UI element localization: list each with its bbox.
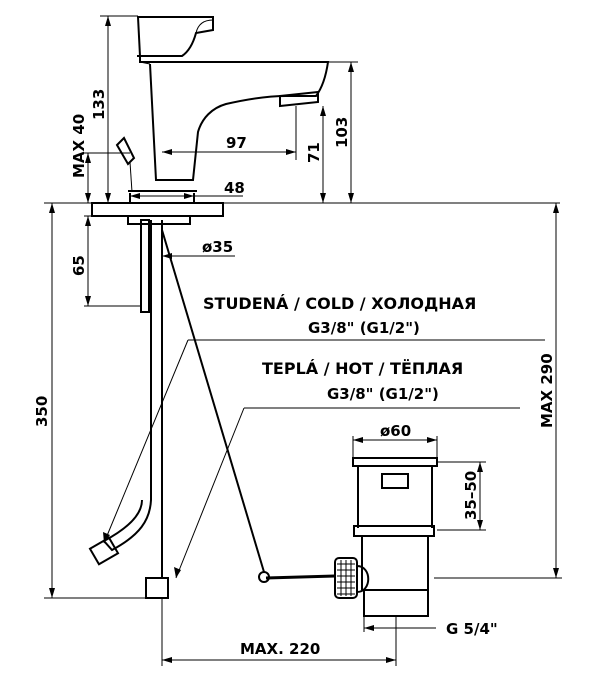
dim-max220: MAX. 220 xyxy=(240,640,320,658)
dim-60: ø60 xyxy=(380,422,411,440)
dim-65: 65 xyxy=(70,255,88,276)
dim-133: 133 xyxy=(90,89,108,120)
dim-max40: MAX 40 xyxy=(70,114,88,178)
cold-thread-label: G3/8" (G1/2") xyxy=(308,319,420,337)
dim-103: 103 xyxy=(333,117,351,148)
popup-waste-valve xyxy=(258,457,438,617)
dim-35-50: 35–50 xyxy=(462,471,480,520)
dim-35: ø35 xyxy=(202,238,233,256)
hot-thread-label: G3/8" (G1/2") xyxy=(327,385,439,403)
cold-label: STUDENÁ / COLD / ХОЛОДНАЯ xyxy=(203,294,476,313)
dim-71: 71 xyxy=(305,142,323,163)
dim-48: 48 xyxy=(224,179,245,197)
dimension-texts: 133 MAX 40 97 71 103 48 ø35 65 350 MAX 2… xyxy=(33,89,556,658)
dim-max290: MAX 290 xyxy=(538,353,556,428)
arrowheads xyxy=(49,16,559,663)
dimension-lines xyxy=(44,15,562,666)
dim-350: 350 xyxy=(33,396,51,427)
dim-g54: G 5/4" xyxy=(446,620,498,638)
knurl-pattern xyxy=(337,560,355,596)
connection-labels: STUDENÁ / COLD / ХОЛОДНАЯ G3/8" (G1/2") … xyxy=(203,294,476,403)
faucet-body xyxy=(88,16,330,599)
hot-label: TEPLÁ / HOT / TËПЛАЯ xyxy=(262,359,463,378)
dim-97: 97 xyxy=(226,134,247,152)
